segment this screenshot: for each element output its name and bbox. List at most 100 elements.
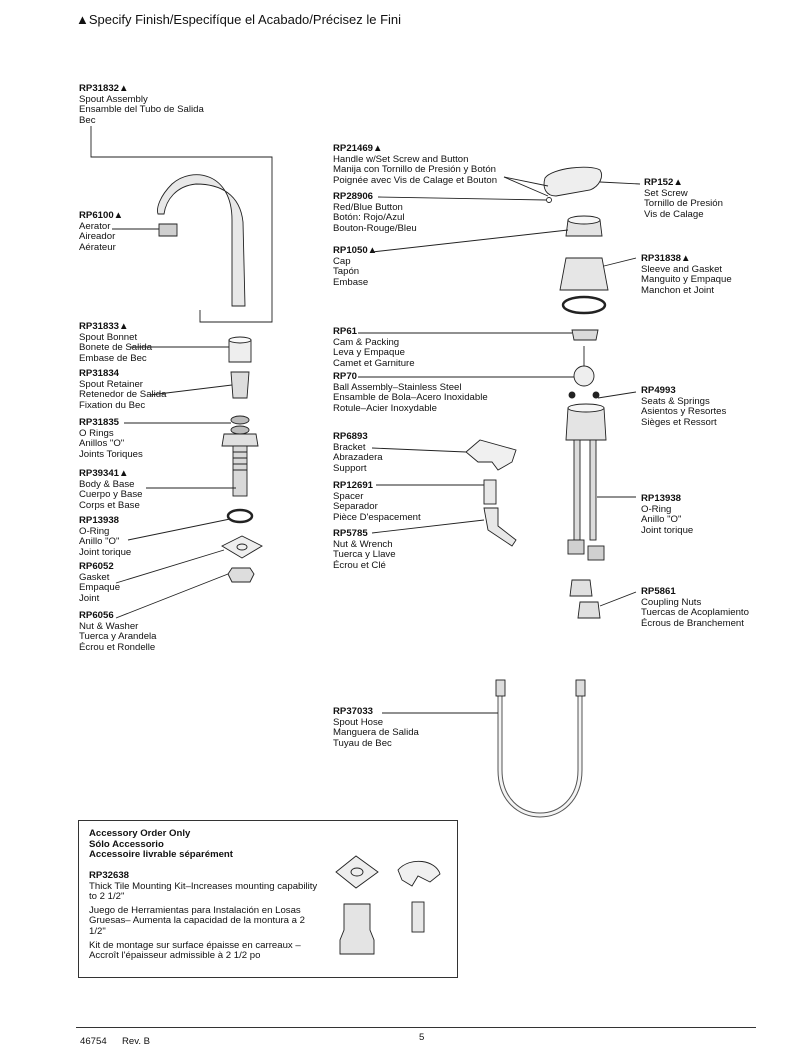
part-desc: Handle w/Set Screw and Button bbox=[333, 153, 469, 165]
footer-rule bbox=[76, 1027, 756, 1028]
part-desc: Manguito y Empaque bbox=[641, 274, 732, 286]
triangle-icon: ▲ bbox=[76, 12, 89, 27]
part-desc: Bracket bbox=[333, 441, 366, 453]
accessory-code: RP32638 bbox=[89, 870, 130, 881]
part-desc: Ball Assembly–Stainless Steel bbox=[333, 381, 462, 393]
part-rp5861: RP5861 Coupling Nuts Tuercas de Acoplami… bbox=[641, 586, 749, 629]
mounting-plate-icon bbox=[335, 855, 379, 889]
part-rp31838: RP31838▲ Sleeve and Gasket Manguito y Em… bbox=[641, 253, 732, 296]
accessory-body: RP32638 Thick Tile Mounting Kit–Increase… bbox=[89, 870, 321, 965]
part-desc: Body & Base bbox=[79, 478, 135, 490]
part-desc: Empaque bbox=[79, 582, 121, 594]
part-desc: Tuerca y Arandela bbox=[79, 631, 157, 643]
part-desc: Aérateur bbox=[79, 241, 116, 253]
leader-rp21469 bbox=[503, 176, 549, 187]
part-rp31833: RP31833▲ Spout Bonnet Bonete de Salida E… bbox=[79, 321, 153, 364]
part-desc: Écrou et Rondelle bbox=[79, 641, 156, 653]
part-desc: Joint torique bbox=[79, 546, 132, 558]
part-rp28906: RP28906 Red/Blue Button Botón: Rojo/Azul… bbox=[333, 191, 417, 234]
part-code: RP61 bbox=[333, 326, 357, 337]
part-code: RP31833 bbox=[79, 321, 120, 332]
part-rp1050: RP1050▲ Cap Tapón Embase bbox=[333, 245, 378, 288]
part-rp6056: RP6056 Nut & Washer Tuerca y Arandela Éc… bbox=[79, 610, 157, 653]
cam-icon bbox=[571, 329, 599, 341]
extension-spacer-icon bbox=[411, 901, 425, 933]
part-desc: Aireador bbox=[79, 231, 116, 243]
sleeve-gasket-icon bbox=[561, 295, 607, 315]
seats-springs-icon bbox=[568, 391, 576, 399]
part-desc: Aerator bbox=[79, 220, 111, 232]
part-rp12691: RP12691 Spacer Separador Pièce D'espacem… bbox=[333, 480, 421, 523]
part-desc: Tuercas de Acoplamiento bbox=[641, 607, 749, 619]
part-desc: Tornillo de Presión bbox=[644, 198, 723, 210]
accessory-desc-fr: Kit de montage sur surface épaisse en ca… bbox=[89, 939, 301, 962]
spout-retainer-icon bbox=[230, 371, 250, 399]
sleeve-icon bbox=[559, 257, 609, 291]
part-code: RP6100 bbox=[79, 210, 114, 221]
part-code: RP5861 bbox=[641, 586, 676, 597]
part-code: RP37033 bbox=[333, 706, 374, 717]
part-desc: Anillos "O" bbox=[79, 438, 125, 450]
part-desc: Seats & Springs bbox=[641, 395, 710, 407]
part-desc: Manchon et Joint bbox=[641, 284, 715, 296]
aerator-icon bbox=[158, 223, 178, 237]
page-number: 5 bbox=[419, 1032, 425, 1043]
part-desc: Corps et Base bbox=[79, 499, 140, 511]
part-code: RP12691 bbox=[333, 480, 374, 491]
part-desc: Spout Retainer bbox=[79, 378, 143, 390]
part-code: RP31835 bbox=[79, 417, 120, 428]
nut-washer-icon bbox=[227, 567, 255, 583]
part-code: RP6893 bbox=[333, 431, 368, 442]
part-code: RP39341 bbox=[79, 468, 120, 479]
leader-rp31838 bbox=[603, 257, 637, 267]
part-desc: Tuerca y Llave bbox=[333, 549, 396, 561]
part-rp5785: RP5785 Nut & Wrench Tuerca y Llave Écrou… bbox=[333, 528, 396, 571]
leader-rp6893 bbox=[371, 447, 467, 453]
part-desc: Cam & Packing bbox=[333, 336, 400, 348]
part-desc: Manija con Tornillo de Presión y Botón bbox=[333, 164, 497, 176]
part-rp61: RP61 Cam & Packing Leva y Empaque Camet … bbox=[333, 326, 415, 369]
part-desc: Coupling Nuts bbox=[641, 596, 702, 608]
leader-rp6052 bbox=[115, 549, 225, 584]
leader-rp1050 bbox=[371, 229, 569, 253]
part-rp6052: RP6052 Gasket Empaque Joint bbox=[79, 561, 121, 604]
part-desc: Nut & Washer bbox=[79, 620, 139, 632]
part-desc: Bouton-Rouge/Bleu bbox=[333, 222, 417, 234]
part-desc: Anillo "O" bbox=[641, 514, 682, 526]
accessory-title-line: Accessoire livrable séparément bbox=[89, 849, 233, 861]
part-desc: Camet et Garniture bbox=[333, 357, 415, 369]
header-text: Specify Finish/Especifíque el Acabado/Pr… bbox=[88, 12, 402, 27]
o-rings-icon bbox=[230, 415, 250, 425]
part-desc: Anillo "O" bbox=[79, 536, 120, 548]
part-desc: Écrous de Branchement bbox=[641, 617, 744, 629]
part-rp37033: RP37033 Spout Hose Manguera de Salida Tu… bbox=[333, 706, 419, 749]
part-code: RP13938 bbox=[641, 493, 682, 504]
button-icon bbox=[546, 197, 552, 203]
gasket-icon bbox=[221, 535, 263, 559]
part-desc: Sièges et Ressort bbox=[641, 416, 717, 428]
part-desc: Écrou et Clé bbox=[333, 559, 386, 571]
part-rp4993: RP4993 Seats & Springs Asientos y Resort… bbox=[641, 385, 726, 428]
part-desc: Spout Hose bbox=[333, 716, 384, 728]
part-code: RP13938 bbox=[79, 515, 120, 526]
accessory-title-line: Sólo Accessorio bbox=[89, 838, 164, 850]
part-rp152: RP152▲ Set Screw Tornillo de Presión Vis… bbox=[644, 177, 723, 220]
part-rp13938-right: RP13938 O-Ring Anillo "O" Joint torique bbox=[641, 493, 693, 536]
part-code: RP31838 bbox=[641, 253, 682, 264]
coupling-nut-icon bbox=[569, 579, 593, 597]
part-desc: Set Screw bbox=[644, 187, 688, 199]
part-desc: Bonete de Salida bbox=[79, 342, 153, 354]
part-desc: Pièce D'espacement bbox=[333, 511, 421, 523]
tile-bracket-icon bbox=[397, 860, 441, 887]
part-desc: Leva y Empaque bbox=[333, 347, 405, 359]
part-code: RP5785 bbox=[333, 528, 368, 539]
part-code: RP31832 bbox=[79, 83, 120, 94]
part-rp6100: RP6100▲ Aerator Aireador Aérateur bbox=[79, 210, 124, 253]
part-desc: Ensamble de Bola–Acero Inoxidable bbox=[333, 392, 488, 404]
part-code: RP6056 bbox=[79, 610, 114, 621]
accessory-title: Accessory Order Only Sólo Accessorio Acc… bbox=[89, 828, 233, 861]
part-desc: Vis de Calage bbox=[644, 208, 704, 220]
part-desc: Rotule–Acier Inoxydable bbox=[333, 402, 437, 414]
accessory-title-line: Accessory Order Only bbox=[89, 828, 191, 839]
